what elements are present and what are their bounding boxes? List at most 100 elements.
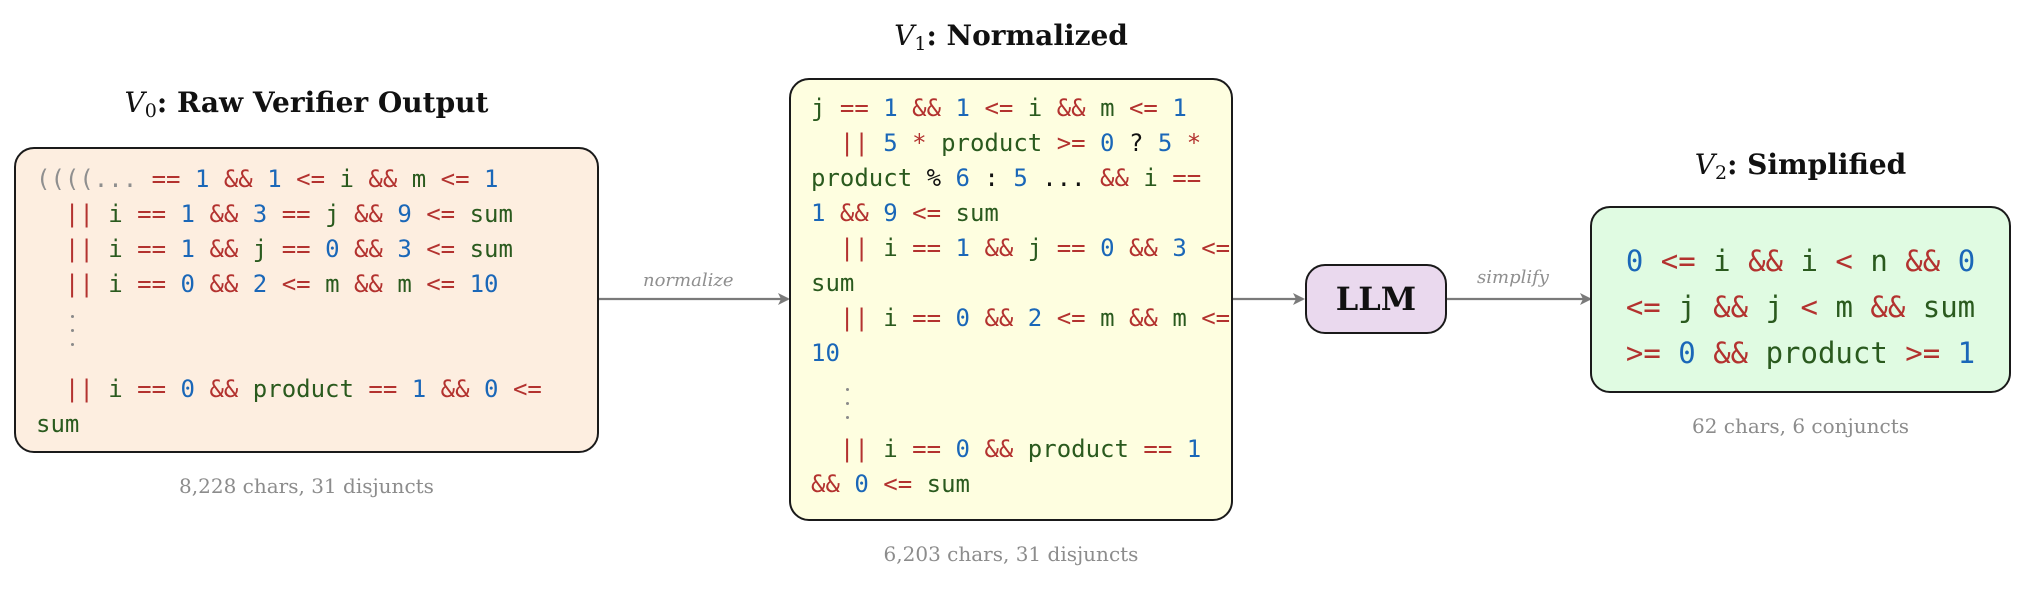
code-token	[941, 435, 955, 463]
code-line: sum	[36, 410, 79, 438]
code-token	[1013, 435, 1027, 463]
code-token: <=	[912, 199, 942, 227]
code-token: 9	[883, 199, 898, 227]
code-token: &&	[1128, 234, 1158, 262]
code-token	[898, 304, 912, 332]
code-token	[840, 470, 854, 498]
code-token	[970, 304, 984, 332]
code-line: 1 && 9 <= sum	[811, 199, 999, 227]
code-token	[383, 235, 397, 263]
code-token	[1643, 244, 1660, 278]
v2-name: Simplified	[1747, 148, 1907, 181]
code-token	[166, 200, 180, 228]
code-token: ||	[64, 270, 94, 298]
code-token	[1818, 244, 1835, 278]
code-token: 3	[397, 235, 412, 263]
code-token	[340, 235, 354, 263]
code-token: 10	[811, 339, 840, 367]
code-token	[123, 235, 137, 263]
code-token: ==	[1172, 164, 1202, 192]
code-token	[1905, 290, 1922, 324]
code-token: <=	[296, 165, 326, 193]
code-token: sum	[955, 199, 999, 227]
code-token: product	[941, 129, 1043, 157]
code-token	[1042, 94, 1056, 122]
code-token	[1013, 234, 1027, 262]
code-token	[195, 235, 209, 263]
code-token	[941, 304, 955, 332]
code-token	[311, 200, 325, 228]
code-token: 1	[180, 235, 195, 263]
code-token: 5	[1157, 129, 1173, 157]
code-token	[412, 200, 426, 228]
code-token: m	[325, 270, 340, 298]
code-token	[94, 270, 108, 298]
code-token: <=	[1056, 304, 1086, 332]
code-token: 0	[854, 470, 869, 498]
code-token	[1042, 129, 1056, 157]
code-token: <=	[1660, 244, 1696, 278]
code-line: ((((... == 1 && 1 <= i && m <= 1	[36, 165, 498, 193]
code-token: i	[883, 435, 898, 463]
code-token: j	[325, 200, 340, 228]
code-token	[1731, 244, 1748, 278]
code-token	[970, 234, 984, 262]
code-token: i	[108, 235, 123, 263]
code-token	[267, 270, 281, 298]
code-token	[412, 270, 426, 298]
code-token	[311, 235, 325, 263]
code-token: &&	[353, 200, 383, 228]
code-token	[898, 94, 912, 122]
code-token	[1748, 290, 1765, 324]
code-token	[970, 435, 984, 463]
code-token	[1129, 435, 1143, 463]
code-token: &&	[1748, 244, 1784, 278]
code-token: j	[1027, 234, 1043, 262]
code-token: ==	[137, 270, 167, 298]
code-token	[94, 200, 108, 228]
code-token: &&	[1128, 304, 1158, 332]
code-token: &&	[223, 165, 253, 193]
code-token: sum	[926, 470, 970, 498]
code-token	[1853, 244, 1870, 278]
code-token	[455, 235, 469, 263]
code-token: m	[1100, 94, 1115, 122]
code-line: 0 <= i && i < n && 0	[1592, 244, 2009, 278]
code-token: 9	[397, 200, 412, 228]
code-token	[238, 270, 252, 298]
code-token	[1115, 94, 1129, 122]
code-token	[195, 375, 209, 403]
code-token	[195, 200, 209, 228]
code-token: i	[883, 234, 898, 262]
code-line: || i == 0 && 2 <= m && m <= 10	[36, 270, 499, 298]
code-token	[397, 165, 411, 193]
code-token	[340, 270, 354, 298]
code-token: <=	[883, 470, 913, 498]
code-token: &&	[1713, 290, 1749, 324]
code-token: i	[108, 200, 123, 228]
code-token: *	[1186, 129, 1202, 157]
code-token: &&	[353, 270, 383, 298]
code-token	[1748, 336, 1765, 370]
code-token: ||	[64, 200, 94, 228]
code-token: 0	[1957, 244, 1976, 278]
code-token: <=	[1201, 304, 1231, 332]
code-token: 1	[1186, 435, 1202, 463]
code-line: || i == 0 && product == 1 && 0 <=	[36, 375, 542, 403]
code-token	[94, 235, 108, 263]
code-token	[912, 470, 926, 498]
code-token	[898, 199, 912, 227]
code-token: &&	[368, 165, 398, 193]
code-token	[1158, 94, 1172, 122]
code-token: 0	[1678, 336, 1696, 370]
code-token	[36, 200, 65, 228]
code-line: sum	[811, 269, 854, 297]
code-token: ==	[839, 94, 869, 122]
code-token: i	[339, 165, 354, 193]
code-token: product	[1765, 336, 1888, 370]
code-token	[1696, 336, 1713, 370]
code-token	[195, 270, 209, 298]
code-token: i	[1800, 244, 1818, 278]
code-token: &&	[839, 199, 869, 227]
